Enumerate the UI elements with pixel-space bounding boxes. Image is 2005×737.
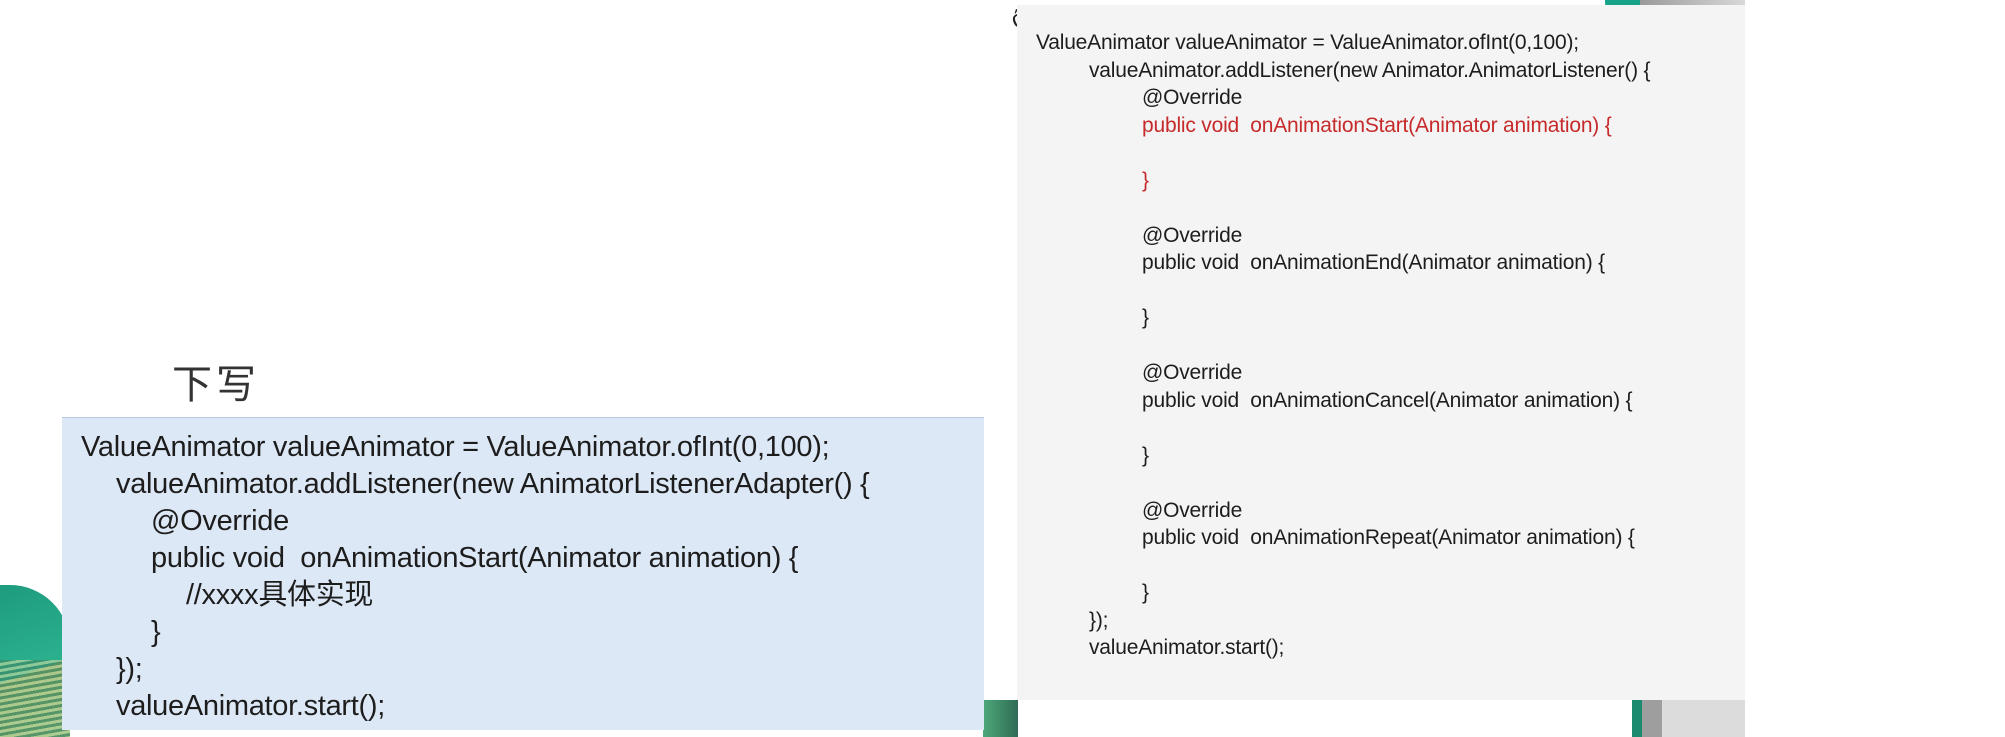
code-line: //xxxx具体实现	[186, 579, 374, 611]
code-block-left: ValueAnimator valueAnimator = ValueAnima…	[62, 417, 984, 730]
code-line: });	[1089, 608, 1109, 632]
code-line: }	[1142, 443, 1149, 467]
code-line: @Override	[1142, 361, 1243, 384]
code-line: }	[151, 616, 161, 648]
code-line: @Override	[151, 505, 289, 537]
code-line: valueAnimator.start();	[1089, 636, 1285, 659]
code-line	[1017, 552, 1745, 580]
code-line: public void onAnimationCancel(Animator a…	[1142, 388, 1633, 412]
code-line: @Override	[1142, 86, 1243, 109]
code-line: valueAnimator.addListener(new AnimatorLi…	[116, 468, 870, 500]
code-line: @Override	[1142, 498, 1243, 522]
code-line: public void onAnimationEnd(Animator anim…	[1142, 251, 1605, 274]
code-block-right: ValueAnimator valueAnimator = ValueAnima…	[1017, 5, 1745, 700]
code-line: public void onAnimationStart(Animator an…	[151, 542, 799, 574]
code-line	[1017, 194, 1745, 222]
code-line: });	[116, 653, 143, 685]
code-line: }	[1142, 581, 1149, 604]
code-line	[1017, 469, 1745, 497]
code-line	[1017, 277, 1745, 305]
code-line	[1017, 414, 1745, 442]
code-line: public void onAnimationRepeat(Animator a…	[1142, 526, 1635, 549]
code-line: }	[1142, 168, 1149, 192]
code-line: ValueAnimator valueAnimator = ValueAnima…	[1036, 31, 1579, 54]
code-line: @Override	[1142, 223, 1243, 247]
slide-decoration-left-stripes	[0, 660, 70, 737]
code-line	[1017, 332, 1745, 360]
code-line: public void onAnimationStart(Animator an…	[1142, 113, 1612, 137]
slide-decoration-middle	[983, 700, 1018, 737]
code-line: ValueAnimator valueAnimator = ValueAnima…	[81, 431, 830, 463]
slide-heading: 下写	[172, 362, 260, 408]
code-line: valueAnimator.addListener(new Animator.A…	[1089, 58, 1651, 82]
slide-decoration-right-bottom	[1632, 700, 1745, 737]
code-line	[1017, 139, 1745, 167]
code-line: }	[1142, 306, 1149, 329]
code-line: valueAnimator.start();	[116, 690, 385, 722]
